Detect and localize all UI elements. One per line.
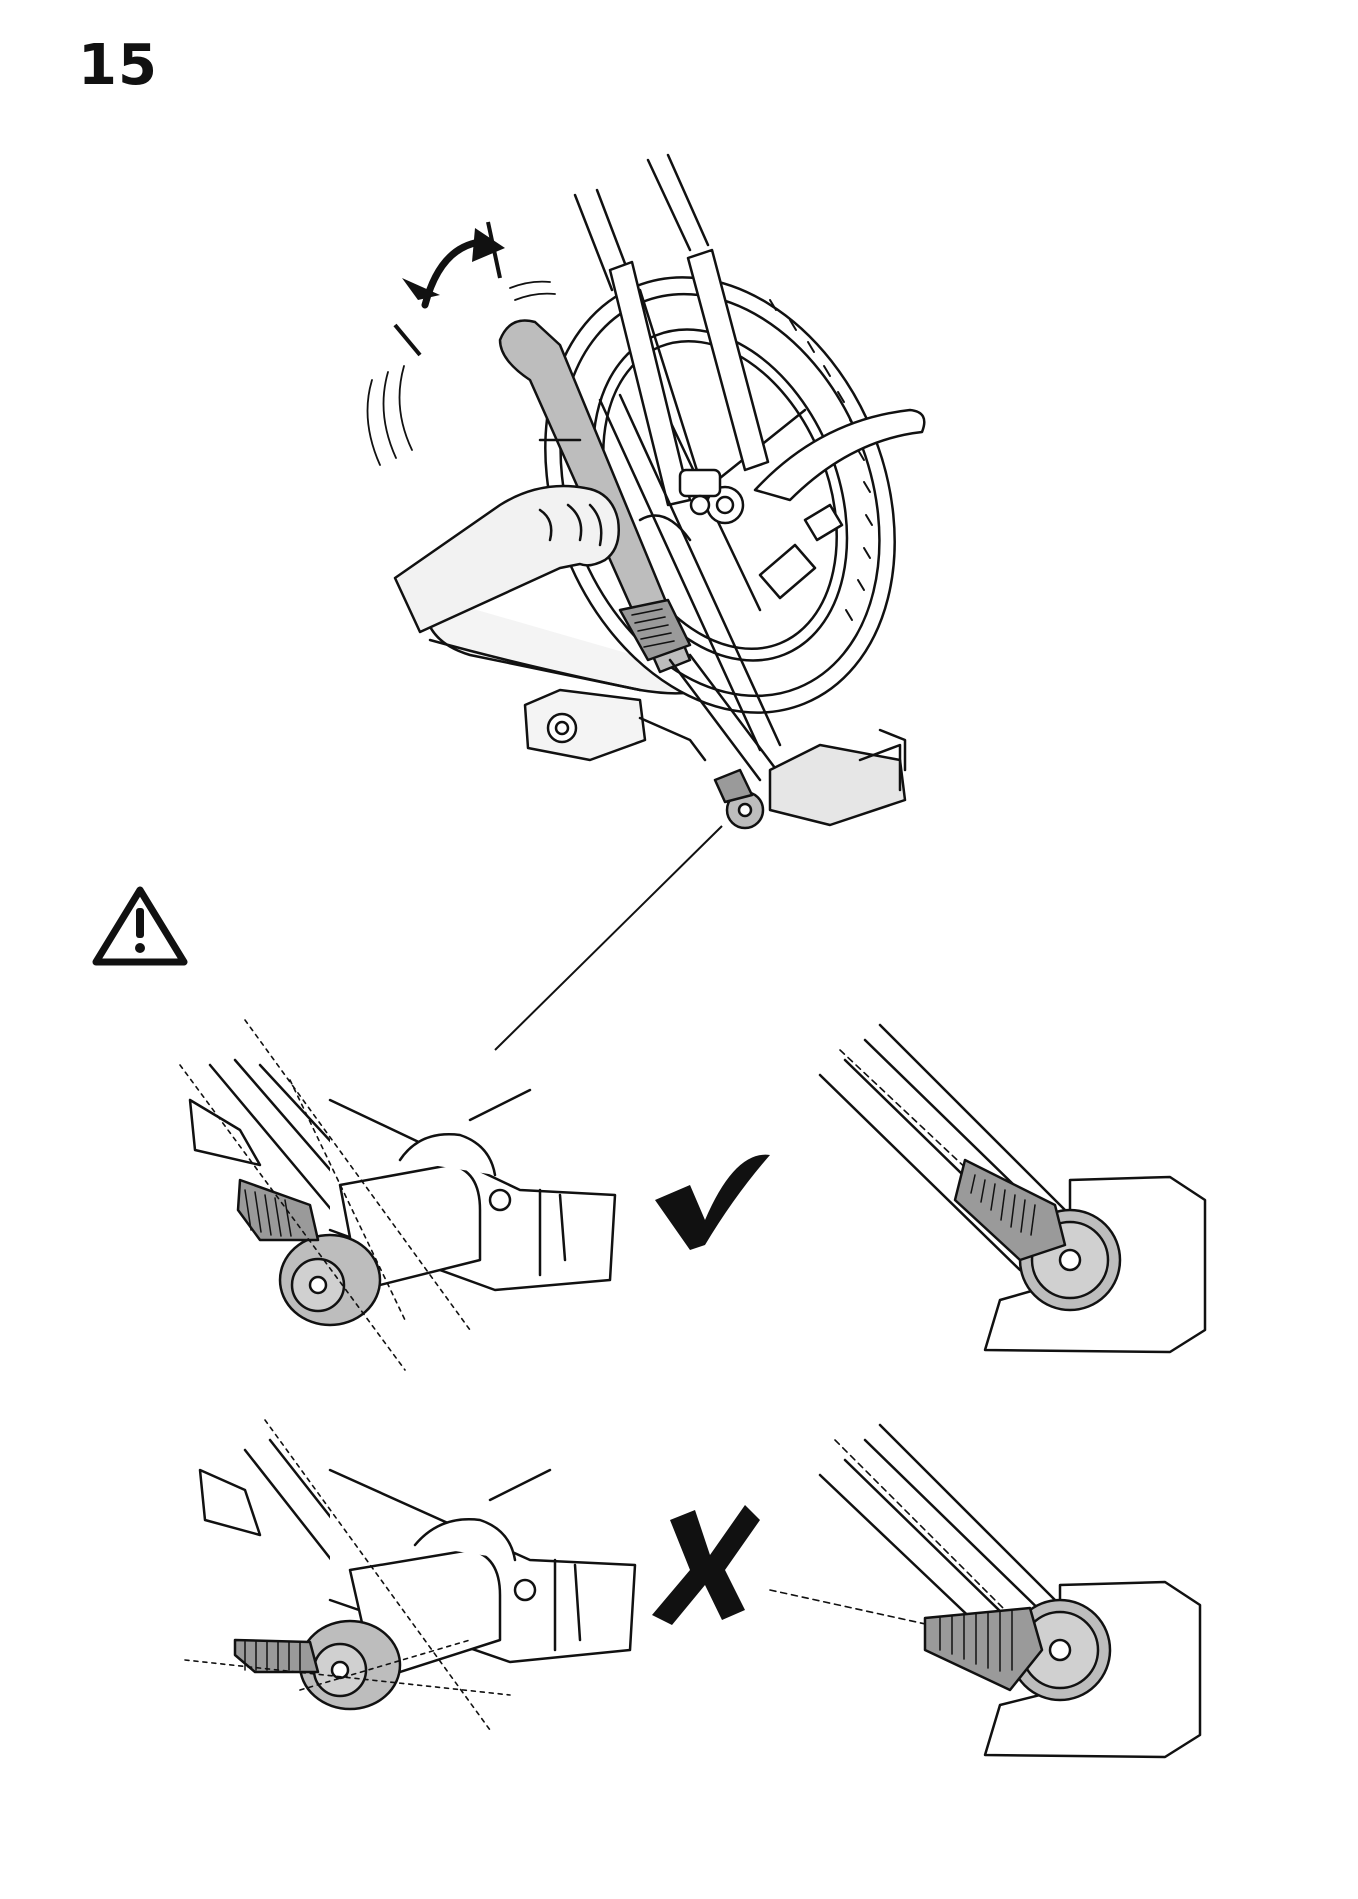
main-assembly-illustration (366, 153, 926, 830)
warning-triangle-icon (92, 886, 188, 966)
checkmark-icon (655, 1154, 770, 1250)
detail-incorrect-perspective (184, 1419, 637, 1731)
detail-incorrect-side (769, 1423, 1202, 1759)
detail-correct-side (818, 1023, 1207, 1354)
detail-correct-perspective (179, 1019, 617, 1371)
rotate-arrow-icon (393, 221, 505, 357)
detail-leader-line (494, 825, 723, 1051)
step-number: 15 (78, 33, 158, 98)
cross-icon (652, 1505, 760, 1625)
